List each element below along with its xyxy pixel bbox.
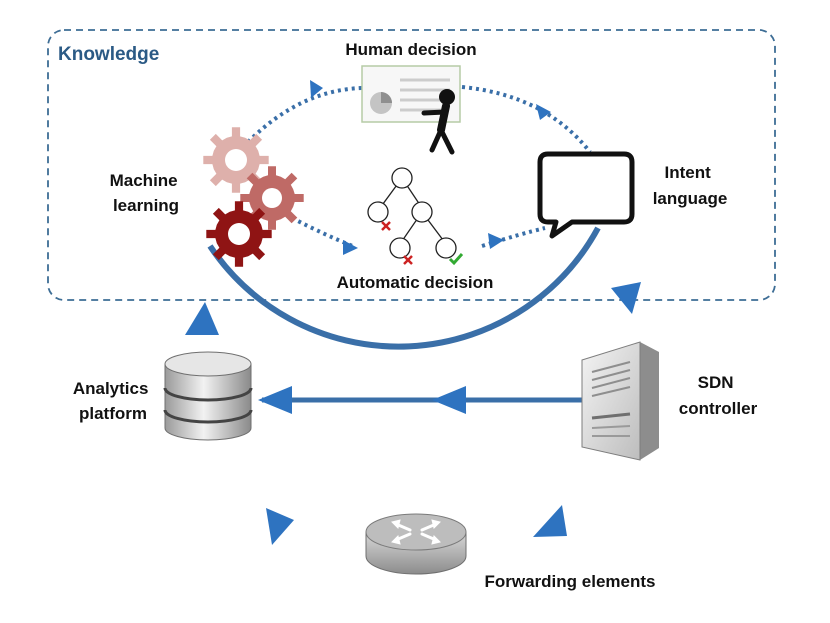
label-forwarding-elements: Forwarding elements bbox=[485, 572, 656, 591]
arrowhead-left-analytics bbox=[258, 386, 292, 414]
label-analytics-platform-line1: Analytics bbox=[73, 379, 149, 398]
label-analytics-platform: Analytics platform bbox=[73, 379, 153, 423]
label-sdn-controller-line2: controller bbox=[679, 399, 758, 418]
router-icon bbox=[365, 513, 467, 575]
arrowhead-dotted-intent-low bbox=[488, 233, 504, 249]
arrowhead-left-forwarding bbox=[266, 508, 294, 545]
label-machine-learning-line2: learning bbox=[113, 196, 179, 215]
arrowhead-dotted-intent bbox=[536, 104, 551, 120]
gear-dark-hole bbox=[228, 223, 250, 245]
server-tower-icon bbox=[581, 341, 659, 461]
presenter-person-icon bbox=[421, 89, 455, 155]
gear-light-hole bbox=[225, 149, 247, 171]
label-human-decision: Human decision bbox=[345, 40, 476, 59]
label-machine-learning-line1: Machine bbox=[110, 171, 178, 190]
arrowhead-dotted-human bbox=[310, 80, 323, 98]
label-analytics-platform-line2: platform bbox=[79, 404, 147, 423]
label-sdn-controller: SDN controller bbox=[679, 373, 758, 418]
database-icon bbox=[163, 351, 253, 441]
label-intent-language-line1: Intent bbox=[664, 163, 711, 182]
arrowhead-left-mid bbox=[432, 386, 466, 414]
flow-ml-to-human-dotted bbox=[246, 86, 363, 144]
decision-tree-icon bbox=[367, 167, 464, 266]
flow-auto-to-intent-dotted bbox=[481, 226, 546, 248]
knowledge-title: Knowledge bbox=[58, 44, 159, 65]
speech-bubble-icon bbox=[537, 151, 635, 239]
arrowhead-dotted-auto bbox=[343, 240, 358, 255]
label-machine-learning: Machine learning bbox=[110, 171, 183, 215]
arrowhead-down-intent bbox=[611, 282, 641, 314]
gear-mid-hole bbox=[262, 188, 282, 208]
label-sdn-controller-line1: SDN bbox=[698, 373, 734, 392]
label-automatic-decision: Automatic decision bbox=[337, 273, 494, 292]
label-intent-language-line2: language bbox=[653, 189, 728, 208]
flow-human-to-intent-dotted bbox=[461, 85, 592, 154]
flow-loop-lower bbox=[207, 226, 601, 350]
label-intent-language: Intent language bbox=[653, 163, 728, 208]
gears-icon bbox=[203, 127, 304, 267]
arrowhead-down-left-sdn bbox=[533, 505, 567, 537]
arrowhead-up-analytics bbox=[185, 302, 219, 335]
